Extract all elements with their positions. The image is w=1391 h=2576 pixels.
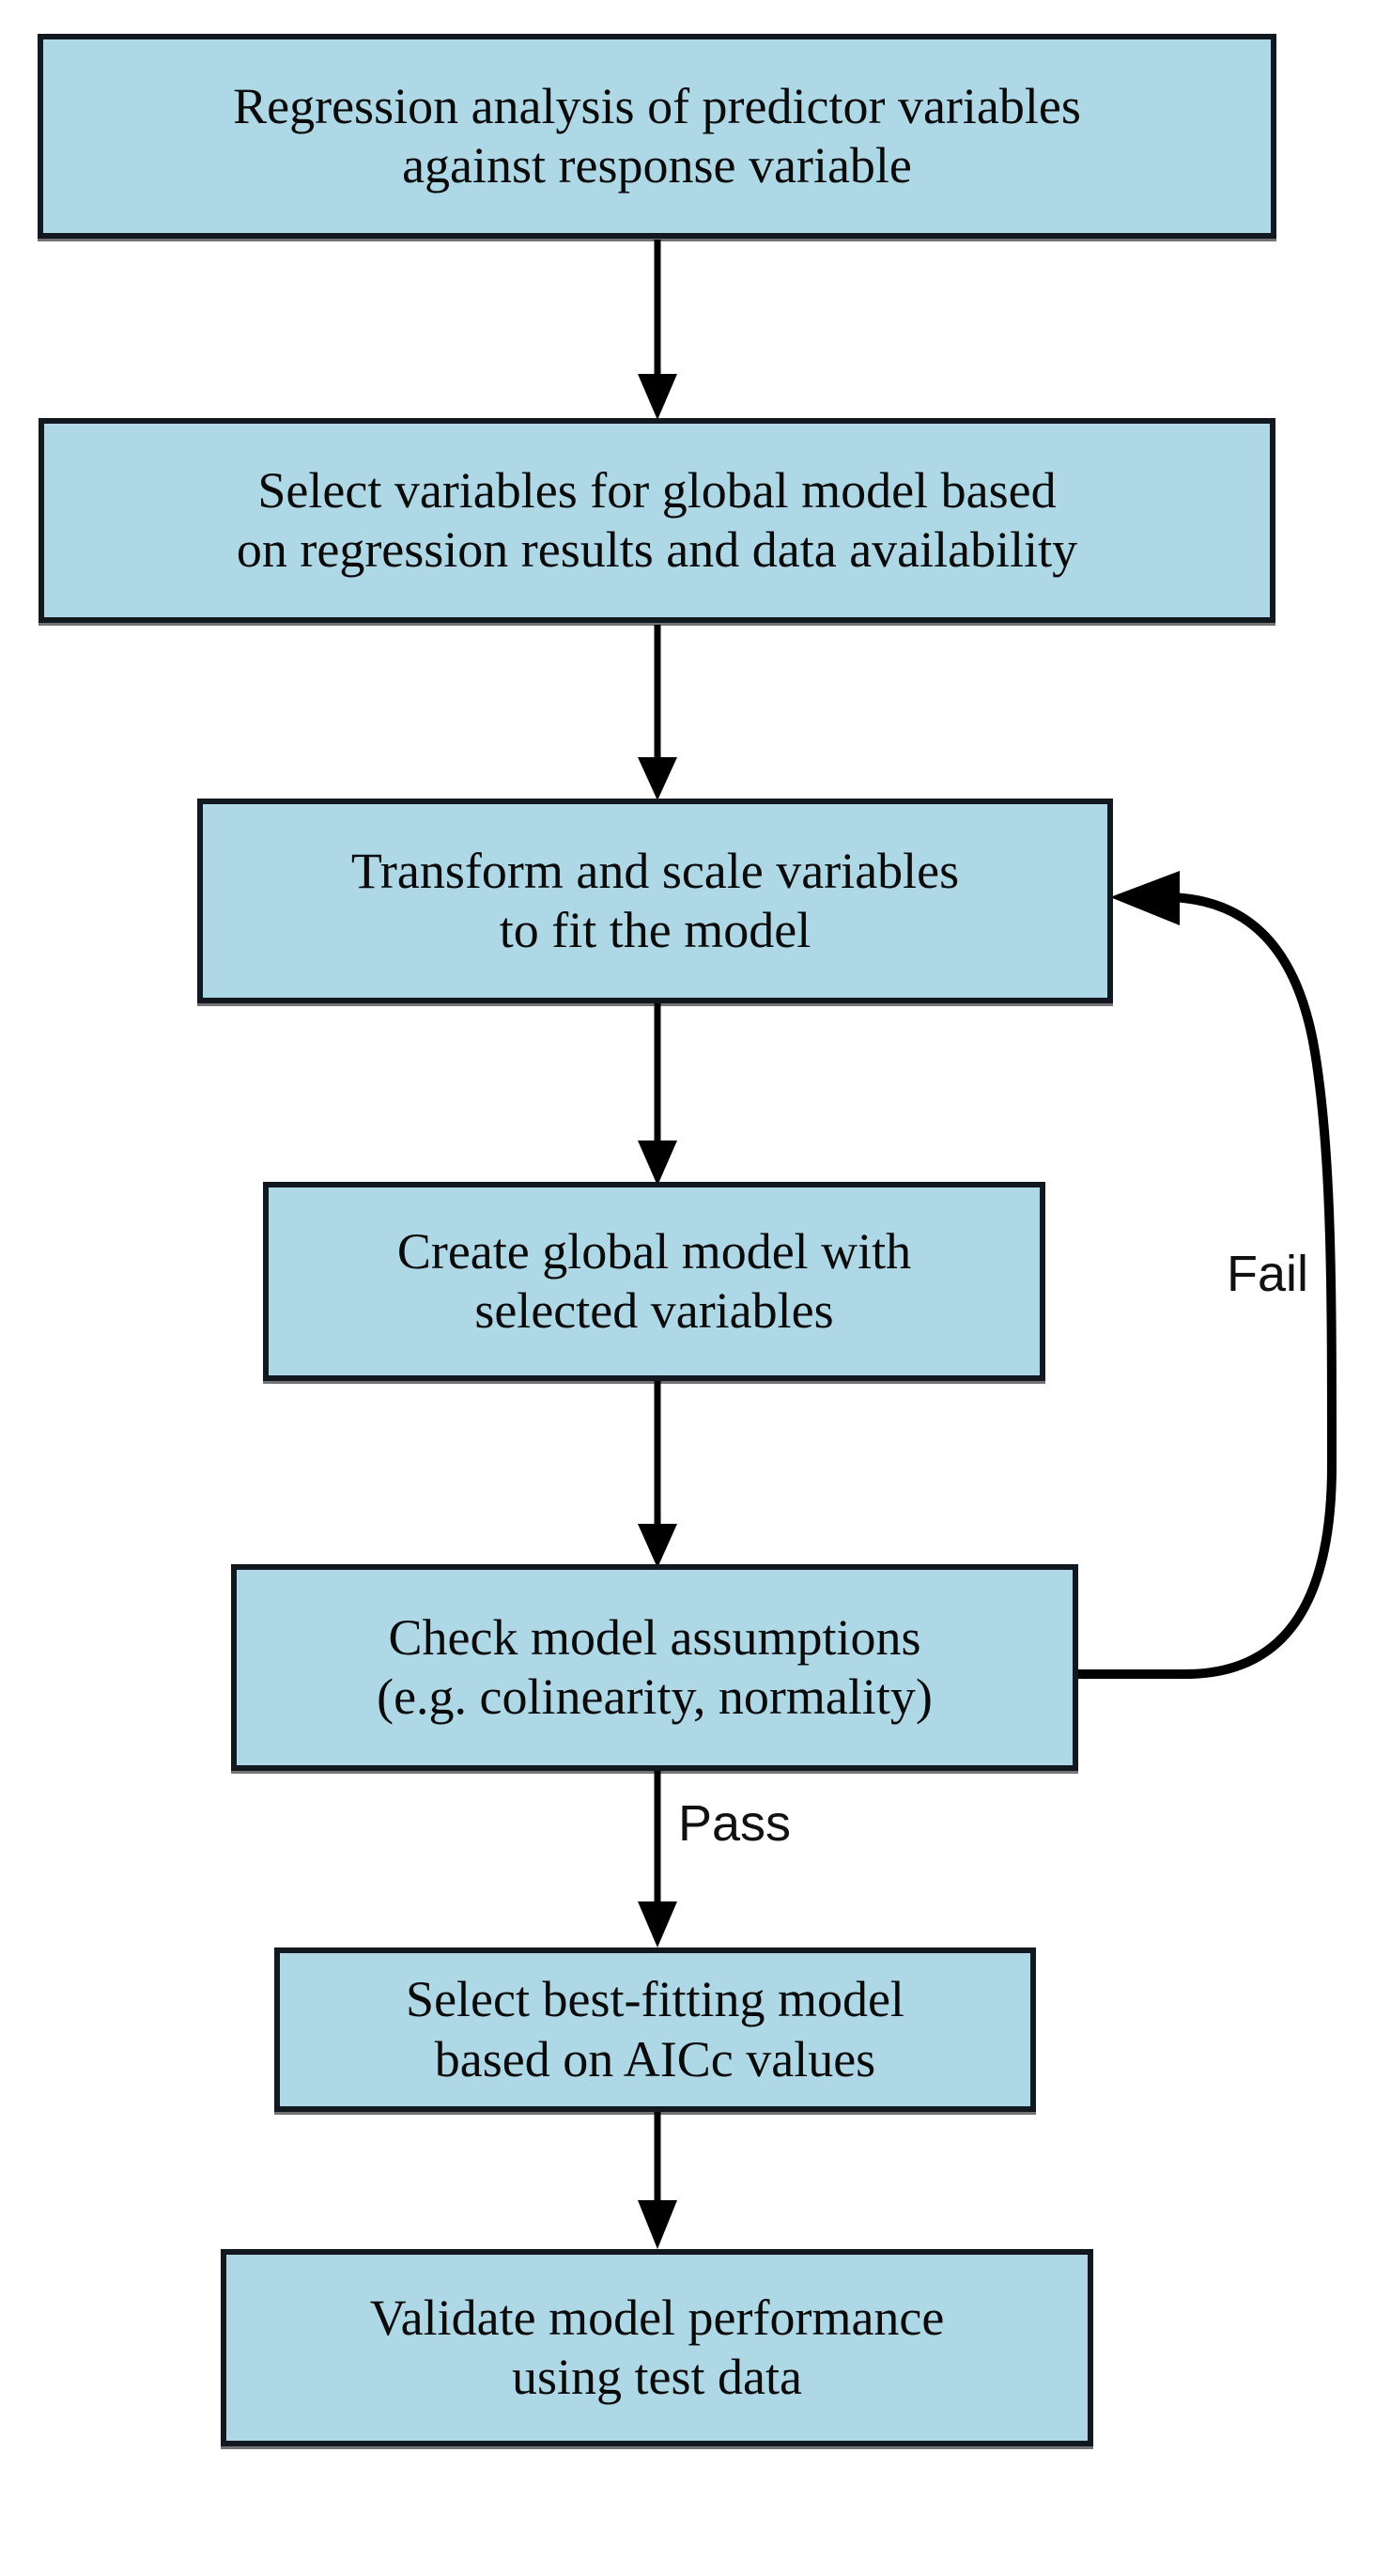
node-validate-performance[interactable]: Validate model performance using test da… <box>221 2249 1093 2446</box>
node-regression-analysis[interactable]: Regression analysis of predictor variabl… <box>38 34 1276 239</box>
node-regression-analysis-label: Regression analysis of predictor variabl… <box>233 77 1081 194</box>
node-validate-performance-label: Validate model performance using test da… <box>369 2289 945 2405</box>
edge-check-to-bestfit-pass <box>638 1771 677 1948</box>
node-select-variables-label: Select variables for global model based … <box>236 461 1078 578</box>
node-transform-scale[interactable]: Transform and scale variables to fit the… <box>197 799 1113 1003</box>
node-select-variables[interactable]: Select variables for global model based … <box>39 418 1275 623</box>
node-create-global-model[interactable]: Create global model with selected variab… <box>263 1182 1045 1381</box>
node-check-assumptions[interactable]: Check model assumptions (e.g. colinearit… <box>231 1564 1078 1771</box>
edge-label-pass: Pass <box>678 1795 792 1852</box>
edge-transform-to-create <box>638 1003 677 1186</box>
edge-select-to-transform <box>638 625 677 800</box>
node-create-global-model-label: Create global model with selected variab… <box>396 1222 912 1339</box>
node-transform-scale-label: Transform and scale variables to fit the… <box>350 842 960 958</box>
node-select-best-fitting-label: Select best-fitting model based on AICc … <box>406 1971 904 2087</box>
edge-label-fail: Fail <box>1227 1246 1309 1302</box>
node-check-assumptions-label: Check model assumptions (e.g. colinearit… <box>377 1608 933 1725</box>
edge-regression-to-select <box>638 240 677 420</box>
edge-bestfit-to-validate <box>638 2112 677 2249</box>
edge-create-to-check <box>638 1381 677 1568</box>
node-select-best-fitting[interactable]: Select best-fitting model based on AICc … <box>274 1948 1036 2112</box>
